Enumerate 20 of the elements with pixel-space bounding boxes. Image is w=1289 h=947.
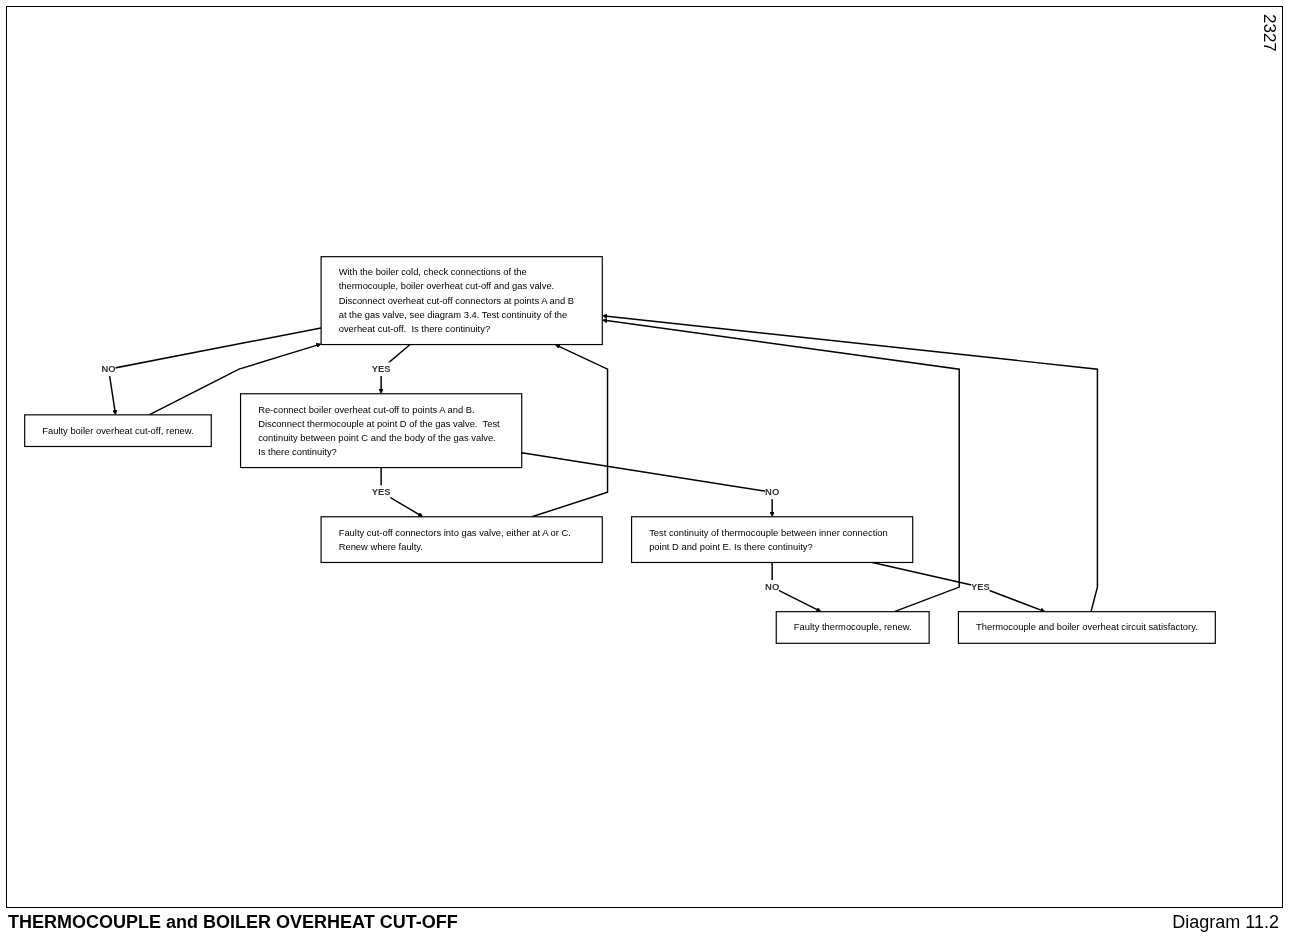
edge-label: YES: [371, 486, 391, 497]
arrow: [148, 342, 322, 416]
edge-label: NO: [101, 363, 116, 374]
edge-label: NO: [765, 486, 780, 497]
node-box: Faulty boiler overheat cut-off, renew.: [24, 414, 212, 448]
node-box: Test continuity of thermocouple between inner connection point D and point E. Is there continuity?: [630, 516, 914, 564]
edge-label: YES: [371, 363, 391, 374]
edge-label: YES: [970, 581, 990, 592]
edge-label: NO: [765, 581, 780, 592]
node-box: With the boiler cold, check connections of the thermocouple, boiler overheat cut-off and gas valve. Disconnect overheat cut-off connectors at points A and B at the gas valve, see diagram 3.4. Test continuity of the overheat cut-off. Is there continuity?: [320, 256, 603, 346]
node-box: Faulty thermocouple, renew.: [775, 611, 930, 644]
arrow: [521, 452, 775, 517]
diagram-title: THERMOCOUPLE and BOILER OVERHEAT CUT-OFF: [8, 912, 458, 933]
node-box: Re-connect boiler overheat cut-off to points A and B. Disconnect thermocouple at point D of the gas valve. Test continuity between point C and the body of the gas valve. Is there continuity?: [239, 393, 523, 469]
diagram-number: Diagram 11.2: [1172, 912, 1279, 933]
arrow: [380, 466, 424, 517]
reference-number: 2327: [1259, 14, 1279, 52]
node-box: Faulty cut-off connectors into gas valve, either at A or C. Renew where faulty.: [320, 516, 603, 564]
node-box: Thermocouple and boiler overheat circuit satisfactory.: [957, 611, 1216, 644]
arrow: [107, 327, 322, 416]
